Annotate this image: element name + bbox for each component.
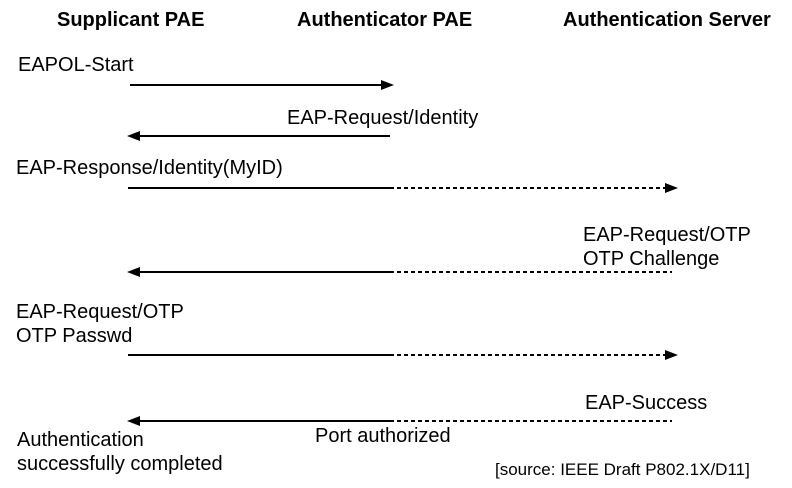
label-line-2: OTP Passwd [16, 325, 133, 347]
label-eap-request-otp-challenge: EAP-Request/OTP OTP Challenge [583, 223, 751, 271]
arrow-dashed-line [390, 187, 665, 189]
arrow-line [130, 84, 382, 86]
arrowhead-left [127, 416, 140, 426]
arrow-dashed-line [390, 271, 672, 273]
arrowhead-right [665, 350, 678, 360]
label-eap-response-otp-passwd: EAP-Request/OTP OTP Passwd [16, 300, 184, 348]
column-header-supplicant-pae: Supplicant PAE [57, 9, 205, 31]
column-header-authentication-server: Authentication Server [563, 9, 771, 31]
label-eapol-start: EAPOL-Start [18, 54, 134, 76]
arrowhead-left [127, 131, 140, 141]
label-eap-request-identity: EAP-Request/Identity [287, 107, 479, 129]
arrow-line [138, 271, 390, 273]
label-eap-success: EAP-Success [585, 392, 708, 414]
arrow-line [128, 187, 390, 189]
arrow-line [128, 354, 390, 356]
arrowhead-left [127, 267, 140, 277]
label-eap-response-identity: EAP-Response/Identity(MyID) [16, 157, 283, 179]
label-line-2: OTP Challenge [583, 248, 720, 270]
arrow-dashed-line [390, 354, 665, 356]
arrow-line [138, 135, 390, 137]
arrow-line [138, 420, 390, 422]
label-port-authorized: Port authorized [315, 425, 451, 447]
column-header-authenticator-pae: Authenticator PAE [297, 9, 473, 31]
source-citation: [source: IEEE Draft P802.1X/D11] [495, 460, 750, 479]
arrowhead-right [381, 80, 394, 90]
arrowhead-right [665, 183, 678, 193]
label-line-1: EAP-Request/OTP [16, 301, 184, 323]
arrow-dashed-line [390, 420, 672, 422]
label-line-1: EAP-Request/OTP [583, 224, 751, 246]
label-line-2: successfully completed [17, 453, 223, 475]
label-line-1: Authentication [17, 429, 144, 451]
label-authentication-completed: Authentication successfully completed [17, 428, 223, 476]
